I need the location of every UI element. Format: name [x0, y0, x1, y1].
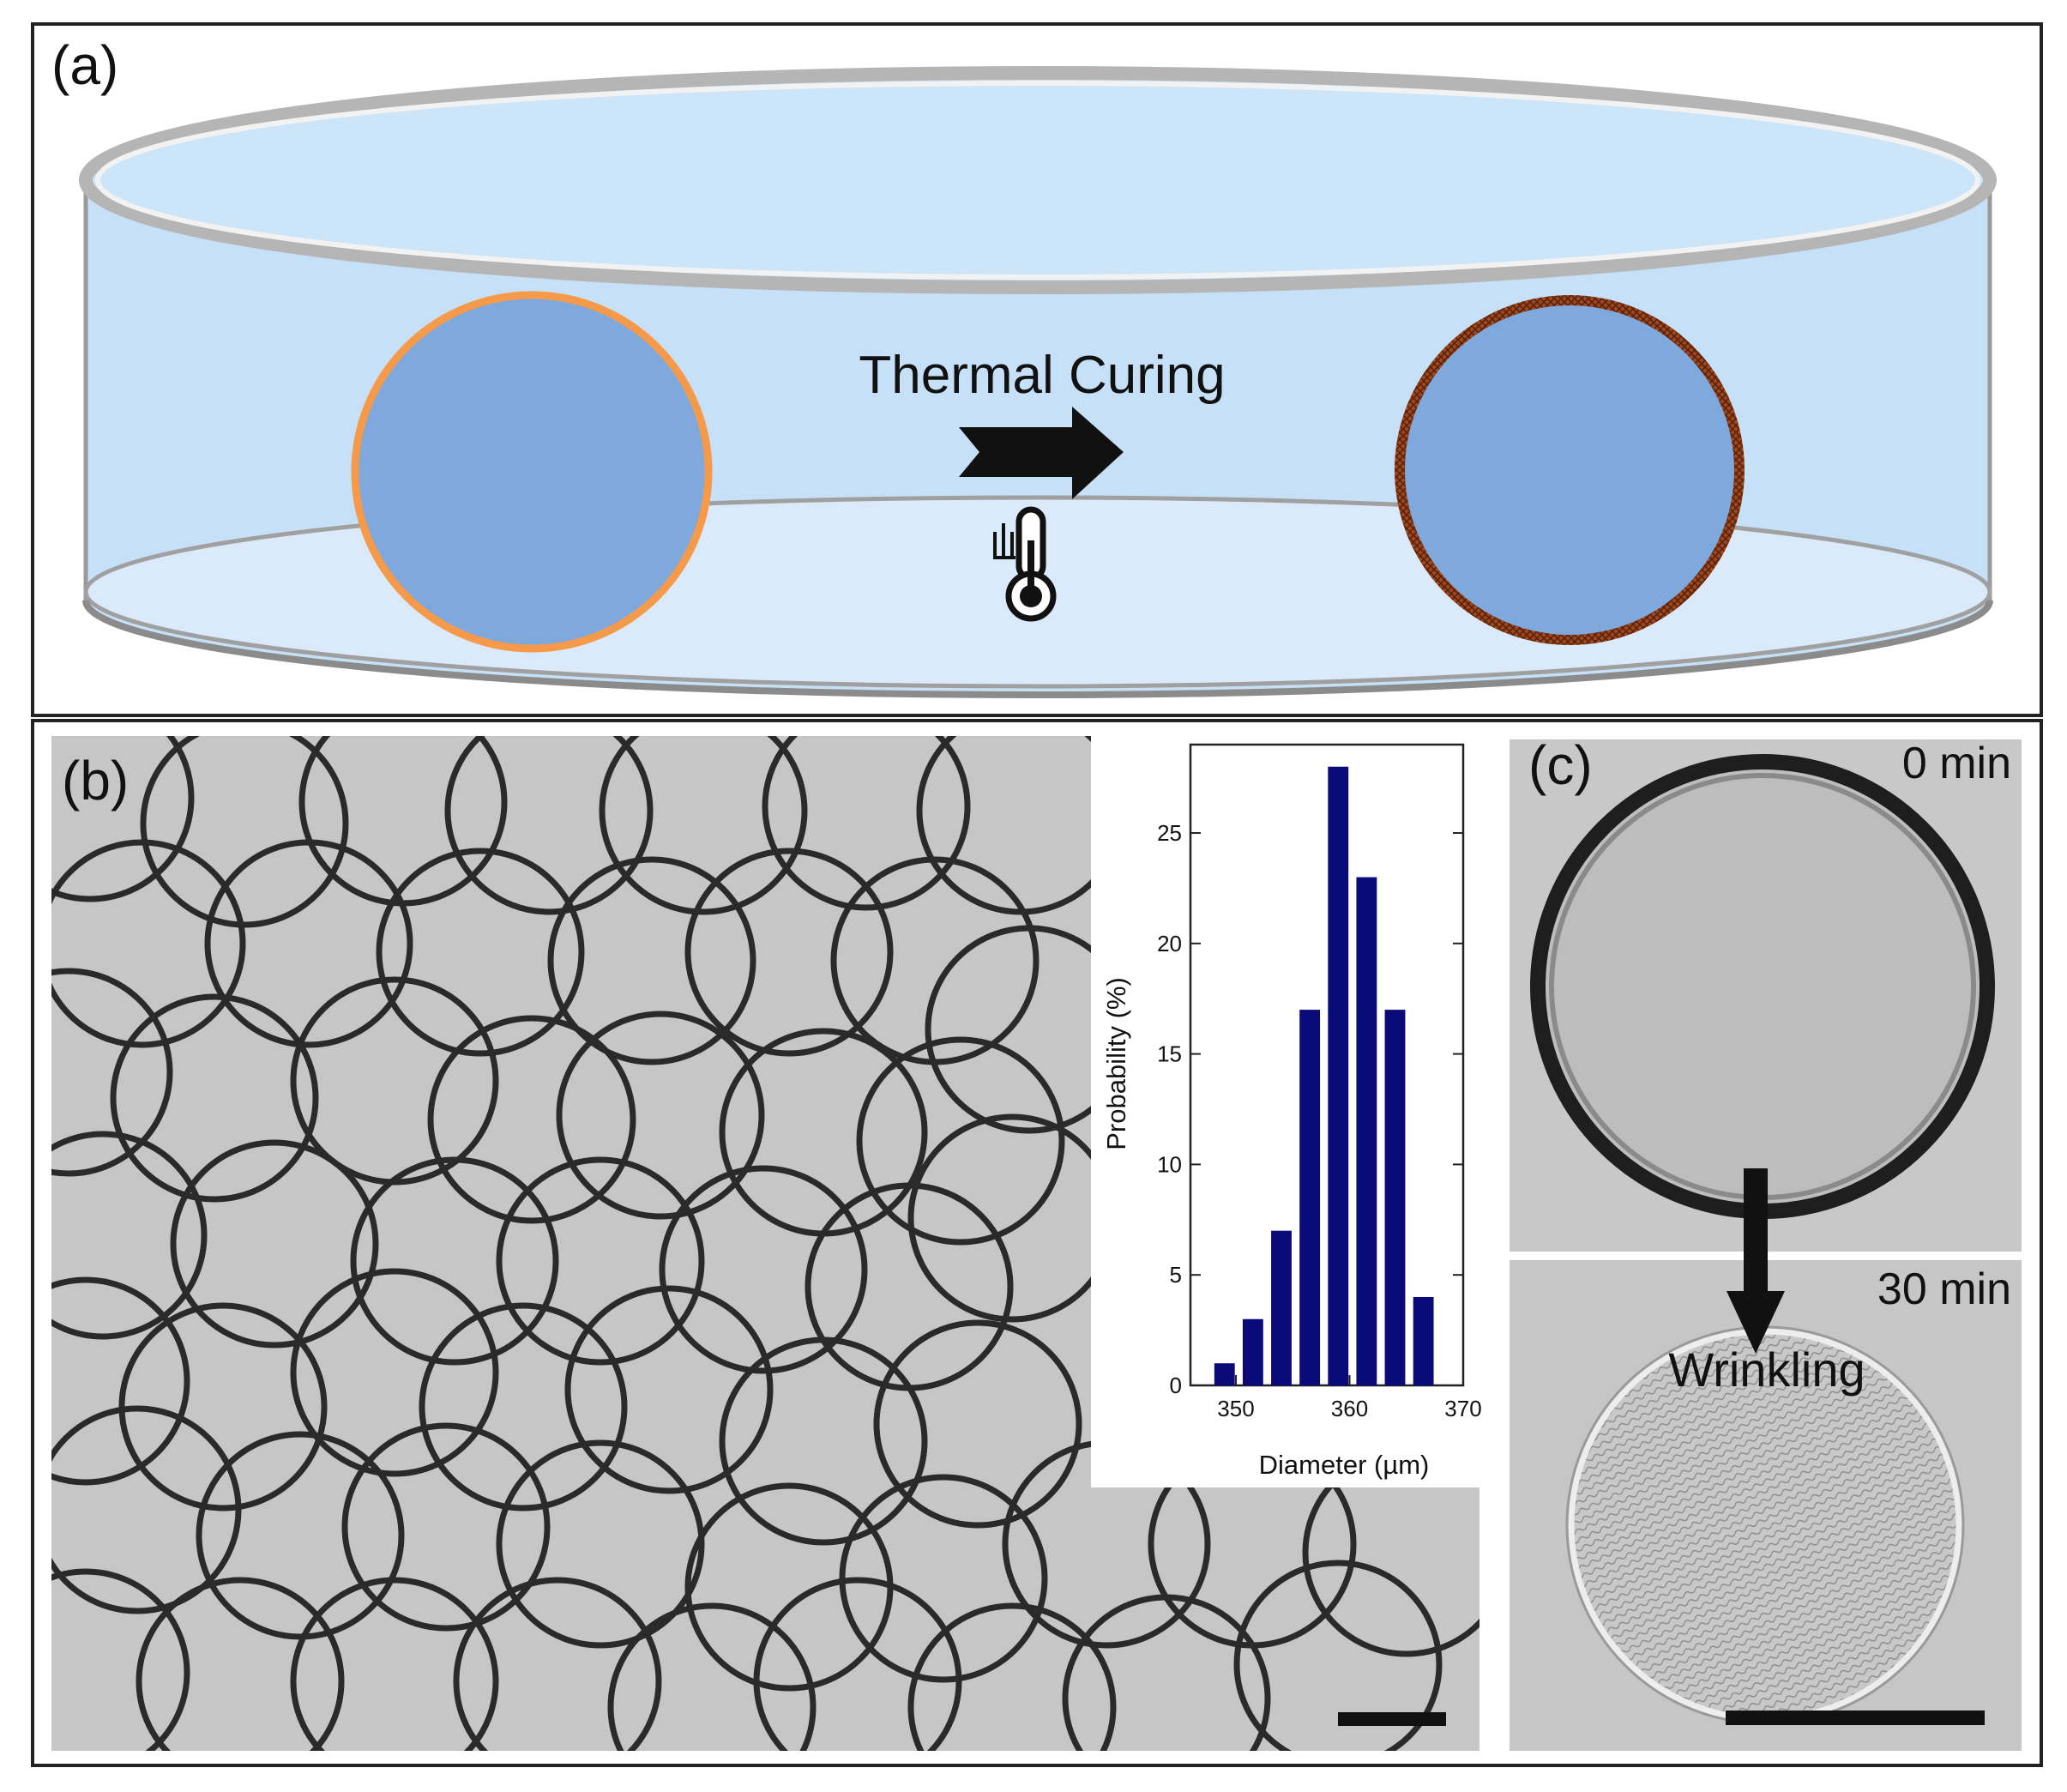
bead-ring	[196, 1431, 405, 1640]
bead-ring	[564, 1285, 774, 1494]
y-tick-label: 15	[1157, 1041, 1182, 1067]
micrograph-c-top	[1510, 739, 2022, 1252]
bead-ring	[607, 1602, 817, 1751]
bead-ring	[873, 1319, 1082, 1529]
bead-ring	[556, 1011, 765, 1220]
panel-c-label: (c)	[1528, 734, 1593, 796]
bead-ring	[170, 1139, 379, 1349]
bead-ring	[453, 1577, 662, 1751]
bead-ring	[1233, 1560, 1443, 1751]
bead-ring	[719, 1336, 928, 1546]
bead-ring	[684, 848, 894, 1057]
bead-ring	[290, 1268, 499, 1477]
bead-ring	[51, 736, 195, 902]
bead-ring	[51, 968, 173, 1177]
bead-ring	[599, 736, 808, 915]
histogram-inset: 0 5 10 15 20 25 350 360 370 Diameter (µm) Proba…	[1091, 736, 1482, 1487]
droplet-after-curing	[1395, 295, 1745, 645]
x-tick-label: 350	[1217, 1396, 1254, 1421]
down-arrow-icon	[1727, 1168, 1785, 1354]
bead-ring	[856, 1036, 1065, 1246]
y-tick-label: 5	[1170, 1262, 1182, 1288]
y-tick-label: 10	[1157, 1151, 1182, 1177]
bead-ring	[762, 736, 971, 911]
histogram-plot-area	[1189, 743, 1465, 1387]
x-tick-label: 360	[1331, 1396, 1368, 1421]
bead-ring	[140, 736, 349, 928]
histogram-bar	[1384, 1010, 1406, 1385]
bead-ring	[51, 1131, 208, 1340]
histogram-bar	[1299, 1010, 1321, 1385]
bead-ring	[350, 1156, 559, 1366]
droplet-before-curing	[351, 291, 713, 653]
time-label-0-min: 0 min	[1902, 739, 2011, 788]
y-tick-label: 25	[1157, 820, 1182, 846]
bead-ring	[547, 856, 756, 1065]
bead-ring	[496, 1439, 705, 1649]
micrograph-c-bottom	[1510, 1260, 2022, 1751]
histogram-bar	[1328, 766, 1349, 1385]
x-tick-label: 370	[1444, 1396, 1481, 1421]
bead-ring	[290, 1577, 499, 1751]
bead-ring	[444, 736, 654, 915]
bead-ring	[1062, 1594, 1271, 1751]
bead-ring	[376, 848, 585, 1057]
histogram-bar	[1214, 1363, 1235, 1385]
wrinkling-label: Wrinkling	[1668, 1342, 1865, 1397]
panel-b-label: (b)	[62, 750, 129, 812]
histogram-x-axis-label: Diameter (µm)	[1259, 1450, 1430, 1480]
histogram-bar	[1413, 1296, 1434, 1385]
histogram-bar	[1242, 1318, 1263, 1385]
panel-b: (b) 0 5 10 15 20 25 350 360 370 Diameter (µm) P…	[51, 736, 1482, 1751]
bead-ring	[51, 1276, 190, 1486]
bead-ring	[204, 839, 413, 1048]
bead-ring	[341, 1422, 551, 1632]
thermometer-icon	[993, 506, 1057, 622]
bead-ring	[753, 1577, 962, 1751]
bead-ring	[496, 1156, 705, 1366]
bead-ring	[427, 1015, 636, 1224]
histogram-y-ticks: 0 5 10 15 20 25	[1157, 820, 1463, 1398]
bead-ring	[659, 1165, 868, 1374]
y-tick-label: 0	[1170, 1373, 1182, 1398]
histogram-bars	[1214, 766, 1434, 1385]
panel-c: (c) 0 min 30 min Wrinkling	[1510, 734, 2022, 1751]
bead-ring	[419, 1302, 628, 1511]
bead-ring	[907, 1602, 1117, 1751]
histogram-y-axis-label: Probability (%)	[1101, 977, 1131, 1150]
scale-bar-b	[1338, 1712, 1446, 1726]
panel-a-label: (a)	[51, 34, 118, 96]
thermal-curing-label: Thermal Curing	[859, 346, 1225, 405]
bead-micrograph	[51, 736, 1479, 1751]
histogram-bar	[1356, 877, 1377, 1385]
panel-a: (a) Thermal Curing	[31, 22, 2043, 717]
histogram-bar	[1271, 1230, 1292, 1385]
histogram-x-ticks: 350 360 370	[1217, 1375, 1482, 1421]
time-label-30-min: 30 min	[1877, 1264, 2011, 1314]
bead-ring	[110, 993, 319, 1203]
bead-ring	[51, 1568, 190, 1751]
right-arrow-icon	[959, 407, 1124, 499]
bead-ring	[51, 1405, 242, 1614]
scale-bar-c	[1726, 1711, 1985, 1725]
bead-ring	[136, 1577, 345, 1751]
y-tick-label: 20	[1157, 931, 1182, 956]
bead-ring	[51, 839, 246, 1048]
